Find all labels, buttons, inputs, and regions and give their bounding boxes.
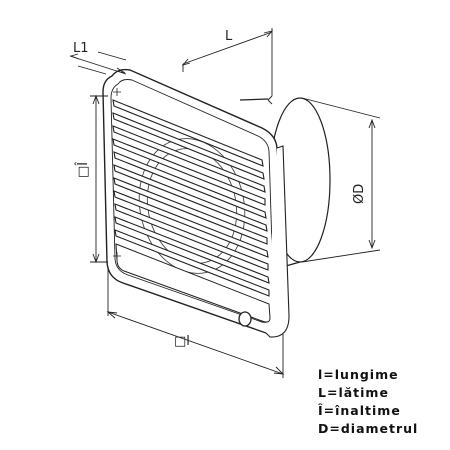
dim-height-lines bbox=[90, 94, 108, 264]
bottom-plate bbox=[115, 243, 271, 323]
legend-height: Î=înaltime bbox=[318, 403, 401, 418]
dim-diameter-lines bbox=[301, 97, 381, 263]
legend-length: l=lungime bbox=[318, 367, 399, 382]
louvre-slats bbox=[112, 99, 270, 297]
dim-l-lines bbox=[181, 28, 274, 96]
dim-height-label: □Î bbox=[75, 162, 91, 178]
legend-width: L=lătime bbox=[318, 385, 389, 400]
dim-l1-label: L1 bbox=[73, 41, 89, 56]
dim-width-label: □l bbox=[174, 334, 190, 349]
dimension-legend: l=lungime L=lătime Î=înaltime D=diametru… bbox=[318, 366, 448, 438]
dim-diameter-label: ØD bbox=[352, 184, 367, 204]
legend-diameter: D=diametrul bbox=[318, 421, 419, 436]
dim-width-lines bbox=[106, 268, 285, 378]
corner-marks bbox=[113, 88, 121, 260]
dim-l1-lines bbox=[69, 51, 127, 75]
dim-l-label: L bbox=[225, 29, 233, 44]
indicator-light-icon bbox=[238, 311, 252, 327]
